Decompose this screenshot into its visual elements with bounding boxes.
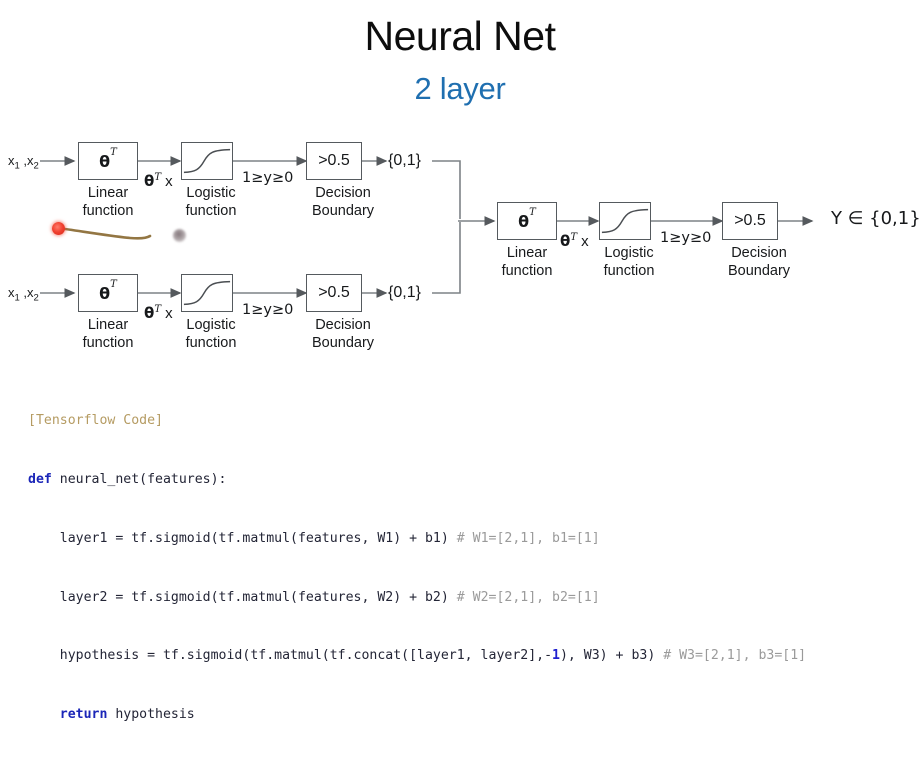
layer2-comment: # W2=[2,1], b2=[1] [456,589,600,605]
theta-transpose-symbol: θT [518,206,536,231]
sigmoid-range-label-stage3: 1≥y≥0 [660,230,712,246]
sigmoid-curve-icon [601,208,649,234]
code-line-header: [Tensorflow Code] [28,411,806,431]
code-line-hypothesis: hypothesis = tf.sigmoid(tf.matmul(tf.con… [28,646,806,666]
slide-canvas: Neural Net 2 layer [0,0,920,723]
logistic-function-caption-row2: Logistic function [185,317,237,351]
decision-boundary-caption-stage3: Decision Boundary [727,245,791,279]
linear-function-caption-row2: Linear function [82,317,134,351]
layer2-statement: layer2 = tf.sigmoid(tf.matmul(features, … [59,589,457,605]
code-header-tag: [Tensorflow Code] [28,413,163,429]
code-line-layer1: layer1 = tf.sigmoid(tf.matmul(features, … [28,529,806,549]
sigmoid-curve-icon [183,280,231,306]
linear-function-caption-row1: Linear function [82,185,134,219]
tensorflow-code-block: [Tensorflow Code] def neural_net(feature… [28,372,806,764]
decision-boundary-caption-row2: Decision Boundary [311,317,375,351]
page-subtitle: 2 layer [414,71,506,106]
logistic-function-caption-row1: Logistic function [185,185,237,219]
theta-x-label-stage3: θT x [560,232,589,250]
hypothesis-statement-b: ), W3) + b3) [559,648,664,664]
page-title: Neural Net [364,13,556,59]
linear-function-box-row2: θT [78,274,138,312]
linear-function-caption-stage3: Linear function [501,245,553,279]
decision-boundary-box-stage3: >0.5 [722,202,778,240]
hypothesis-comment: # W3=[2,1], b3=[1] [663,648,807,664]
decision-boundary-box-row1: >0.5 [306,142,362,180]
input-label-row1: x1 ,x2 [8,153,39,172]
logistic-function-box-row1 [181,142,233,180]
theta-transpose-symbol: θT [99,146,117,171]
final-output-label: Y ∈ {0,1} [831,208,920,229]
layer1-statement: layer1 = tf.sigmoid(tf.matmul(features, … [59,530,457,546]
code-line-def: def neural_net(features): [28,470,806,490]
threshold-label-row1: >0.5 [318,152,350,169]
keyword-def: def [28,471,52,487]
logistic-function-box-row2 [181,274,233,312]
return-value: hypothesis [107,707,195,723]
decision-boundary-caption-row1: Decision Boundary [311,185,375,219]
linear-function-box-row1: θT [78,142,138,180]
theta-x-label-row2: θT x [144,304,173,322]
code-line-layer2: layer2 = tf.sigmoid(tf.matmul(features, … [28,588,806,608]
threshold-label-row2: >0.5 [318,284,350,301]
sigmoid-range-label-row1: 1≥y≥0 [242,170,294,186]
input-label-row2: x1 ,x2 [8,285,39,304]
decision-boundary-box-row2: >0.5 [306,274,362,312]
code-line-return: return hypothesis [28,705,806,725]
def-signature: neural_net(features): [51,471,227,487]
layer1-comment: # W1=[2,1], b1=[1] [456,530,600,546]
diagram-wires [40,156,814,298]
hypothesis-statement-a: hypothesis = tf.sigmoid(tf.matmul(tf.con… [59,648,553,664]
theta-transpose-symbol: θT [99,278,117,303]
logistic-function-box-stage3 [599,202,651,240]
network-diagram: x1 ,x2 θT Linear function θT x Logistic … [0,0,920,380]
threshold-label-stage3: >0.5 [734,212,766,229]
theta-x-label-row1: θT x [144,172,173,190]
sigmoid-curve-icon [183,148,231,174]
linear-function-box-stage3: θT [497,202,557,240]
binary-output-row1: {0,1} [388,152,421,169]
concat-axis-number: 1 [552,648,560,664]
binary-output-row2: {0,1} [388,284,421,301]
logistic-function-caption-stage3: Logistic function [603,245,655,279]
keyword-return: return [59,707,108,723]
sigmoid-range-label-row2: 1≥y≥0 [242,302,294,318]
